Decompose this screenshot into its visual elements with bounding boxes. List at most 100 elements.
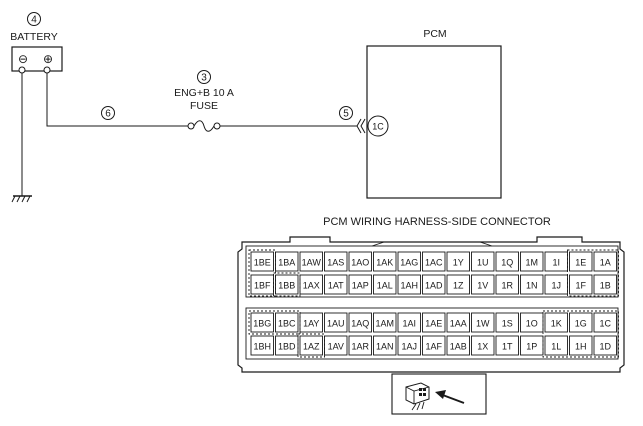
pin-label: 1P [526,342,537,352]
pin-cell [471,312,495,333]
pin-label: 1AY [303,319,319,329]
pin-label: 1U [477,258,489,268]
pin-label: 1AE [425,319,442,329]
pin-label: 1BH [253,342,271,352]
fuse: 3 ENG+B 10 A FUSE [174,70,234,132]
pin-cell [544,274,568,295]
pin-label: 1V [477,281,488,291]
connector-title: PCM WIRING HARNESS-SIDE CONNECTOR [323,216,551,228]
pin-label: 1R [501,281,513,291]
pin-cell [446,251,470,272]
pin-label: 1A [600,258,611,268]
wire-number-circle [101,106,115,120]
pin-label: 1E [575,258,586,268]
pin-cell [446,335,470,356]
pin-label: 1Z [453,281,464,291]
battery-positive-terminal [43,66,51,74]
pin-cell [348,251,372,272]
pin-label: 1AX [303,281,320,291]
plug-pin-icon [419,393,422,396]
pin-cell [373,312,397,333]
pin-cell [593,312,617,333]
pin-label: 1I [552,258,560,268]
pin-label: 1AP [352,281,369,291]
pin-cell [544,312,568,333]
pin-cell [593,274,617,295]
pin-label: 1S [502,319,513,329]
pin-group-outline [542,310,619,358]
pin-cell [446,312,470,333]
pin-cell [348,274,372,295]
ground-hatch [11,195,16,203]
connector-view-icon [391,373,487,415]
ground-hatch [21,195,26,203]
pin-label: 1C [599,319,611,329]
pin-cell [544,251,568,272]
pin-label: 1Q [501,258,513,268]
ground-hatch [16,195,21,203]
fuse-terminal-left [187,122,195,130]
pin-cell [569,251,593,272]
pin-label: 1O [526,319,538,329]
fuse-label-line2: FUSE [190,100,218,112]
pcm: PCM 5 1C [339,28,502,199]
pcm-label: PCM [423,28,446,40]
fuse-number: 3 [201,73,207,84]
pin-cell [397,312,421,333]
pin-cell [324,274,348,295]
connector-lower-block [245,307,619,360]
pin-cell [299,335,323,356]
plug-wires-icon [411,401,425,411]
pin-label: 1AQ [351,319,369,329]
pin-label: 1AN [376,342,394,352]
pin-cell [520,312,544,333]
pin-label: 1AD [425,281,443,291]
pcm-terminal-number: 5 [343,109,349,120]
pin-cell [495,251,519,272]
pin-label: 1BF [254,281,271,291]
pin-label: 1AV [328,342,344,352]
pin-label: 1AW [302,258,322,268]
fuse-terminal-right [213,122,221,130]
pin-cell [250,335,274,356]
pin-cell [520,251,544,272]
pin-cell [299,251,323,272]
pin-label: 1BC [278,319,296,329]
pin-cell [544,335,568,356]
pin-cell [348,335,372,356]
pin-label: 1W [476,319,490,329]
pin-cell [593,251,617,272]
wire-number: 6 [105,109,111,120]
pin-cell [397,274,421,295]
fuse-label-line1: ENG+B 10 A [174,87,234,99]
pin-label: 1M [525,258,538,268]
pin-cell [569,274,593,295]
pin-label: 1AT [328,281,344,291]
pin-cell [471,251,495,272]
pin-label: 1Y [453,258,464,268]
connector-chevron-icon [360,118,366,134]
pin-cell [299,312,323,333]
pin-label: 1B [600,281,611,291]
pin-cell [397,335,421,356]
pin-label: 1AU [327,319,345,329]
pin-label: 1K [551,319,562,329]
pin-label: 1BG [253,319,271,329]
fuse-element [193,120,215,132]
pcm-terminal-number-circle [339,106,353,120]
pin-label: 1D [599,342,611,352]
pin-label: 1AA [450,319,467,329]
pcm-box [366,45,502,199]
pin-label: 1AG [400,258,418,268]
pin-label: 1AC [425,258,443,268]
pin-cell [471,335,495,356]
pin-cell [250,251,274,272]
pcm-terminal-circle [367,115,389,137]
pin-label: 1BE [254,258,271,268]
pin-cell [569,335,593,356]
pin-cell [324,312,348,333]
pin-cell [446,274,470,295]
